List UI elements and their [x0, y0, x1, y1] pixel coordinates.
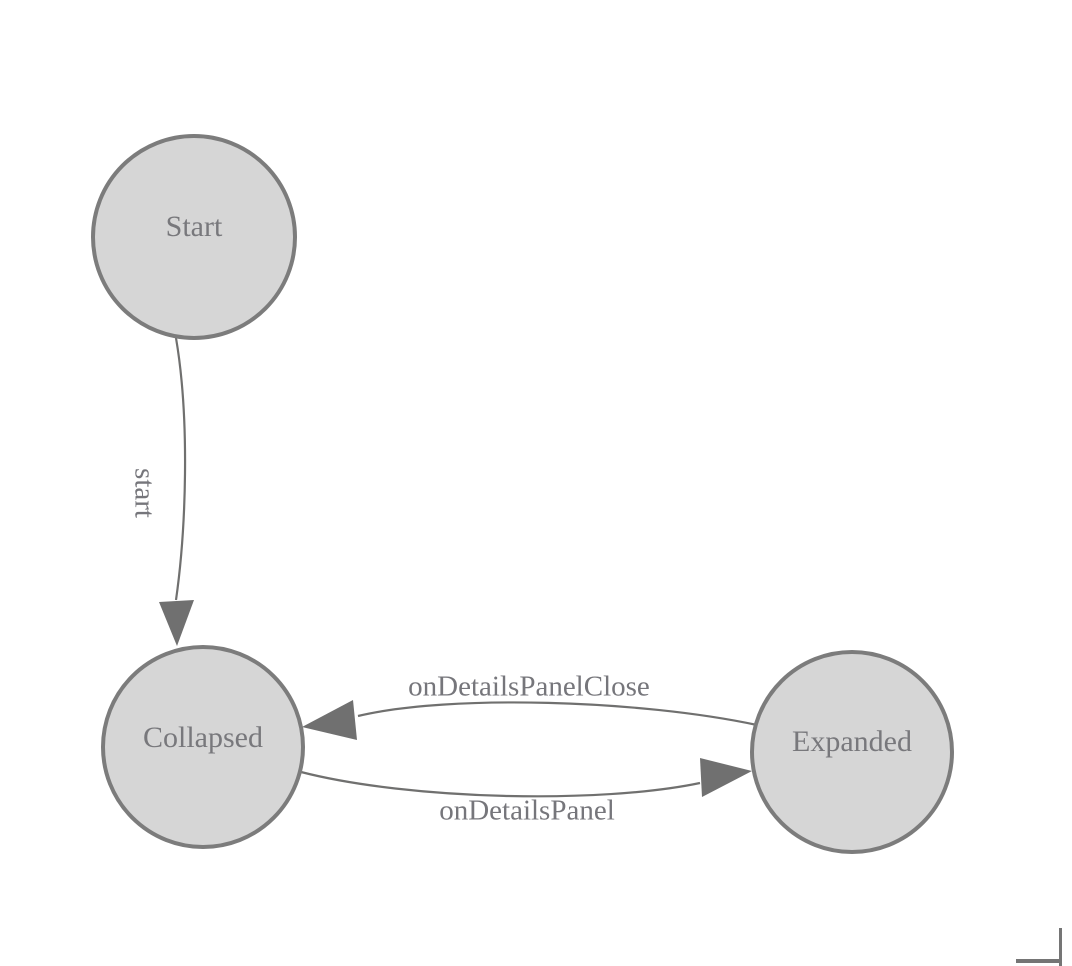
edge-start-to-collapsed-arrowhead	[159, 600, 194, 646]
edge-expanded-to-collapsed-label: onDetailsPanelClose	[408, 671, 650, 703]
node-collapsed-circle	[101, 645, 305, 849]
edge-collapsed-to-expanded[interactable]: onDetailsPanel	[300, 758, 752, 827]
edge-start-to-collapsed-path	[174, 337, 187, 601]
node-expanded-circle	[750, 650, 954, 854]
node-expanded[interactable]: Expanded	[750, 650, 954, 854]
node-collapsed[interactable]: Collapsed	[101, 645, 305, 849]
edge-collapsed-to-expanded-label: onDetailsPanel	[439, 795, 615, 827]
edge-start-to-collapsed-label: start	[128, 468, 160, 518]
node-start-label: Start	[166, 210, 223, 243]
node-collapsed-label: Collapsed	[143, 721, 263, 754]
edge-collapsed-to-expanded-arrowhead	[700, 758, 752, 797]
node-start-circle	[91, 134, 297, 340]
edge-expanded-to-collapsed[interactable]: onDetailsPanelClose	[302, 671, 758, 740]
resize-corner-vertical-mark	[1059, 928, 1062, 966]
edge-collapsed-to-expanded-path	[300, 770, 701, 798]
edge-expanded-to-collapsed-path	[357, 701, 758, 727]
resize-corner-horizontal-mark	[1016, 959, 1062, 963]
node-start[interactable]: Start	[91, 134, 297, 340]
node-expanded-label: Expanded	[792, 725, 912, 758]
edge-start-to-collapsed[interactable]: start	[128, 337, 194, 646]
edge-expanded-to-collapsed-arrowhead	[302, 700, 357, 740]
